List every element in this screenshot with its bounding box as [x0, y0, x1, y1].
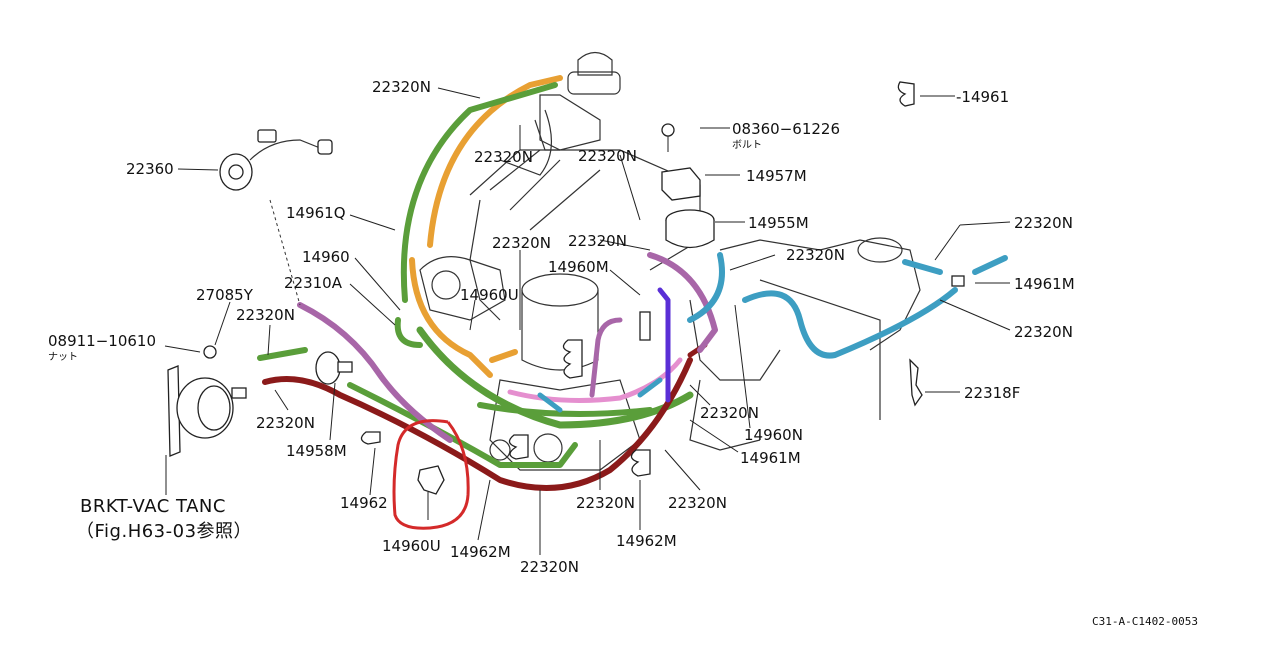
label-22320N-c1: 22320N: [492, 234, 551, 252]
bracket-14957M: [661, 167, 701, 201]
label-bolt: ボルト: [732, 139, 762, 151]
green-hose-left: [257, 347, 308, 361]
vacuum-tank: [167, 365, 247, 457]
label-14961M-bottom: 14961M: [740, 449, 801, 467]
green-hose-bend: [394, 317, 423, 348]
label-14958M: 14958M: [286, 442, 347, 460]
highlight-circle: [392, 419, 470, 530]
label-nut: ナット: [48, 351, 78, 363]
part-14960U-lower: [417, 465, 445, 520]
label-14961: -14961: [956, 88, 1009, 106]
label-22320N-farright2: 22320N: [1014, 323, 1073, 341]
label-14962-left: 14962: [340, 494, 388, 512]
orange-hose-short: [489, 349, 518, 363]
label-14960N: 14960N: [744, 426, 803, 444]
label-14961Q: 14961Q: [286, 204, 346, 222]
label-brkt-vac-tanc: BRKT-VAC TANC: [80, 496, 226, 517]
label-22320N-b1: 22320N: [700, 404, 759, 422]
part-27085Y: [203, 345, 217, 359]
purple-hose-right: [647, 252, 718, 353]
part-14958M: [315, 351, 353, 385]
label-22320N-mid: 22320N: [578, 147, 637, 165]
label-22320N-left2: 22320N: [256, 414, 315, 432]
label-08911-10610: 08911−10610: [48, 332, 156, 350]
blue-hose-top: [687, 252, 725, 323]
label-14960M: 14960M: [548, 258, 609, 276]
green-hose-mid: [477, 402, 653, 417]
label-27085Y: 27085Y: [196, 286, 254, 304]
blue-hose-low: [537, 377, 663, 413]
violet-hose: [657, 287, 671, 403]
label-fig-ref: （Fig.H63-03参照）: [76, 521, 252, 542]
label-14962M-a: 14962M: [450, 543, 511, 561]
clip-14961: [897, 81, 915, 107]
canister-14955M: [665, 209, 715, 249]
clips-center: [360, 311, 651, 477]
label-22320N-b3: 22320N: [668, 494, 727, 512]
label-22320N-top2: 22320N: [474, 148, 533, 166]
label-22320N-top: 22320N: [372, 78, 431, 96]
label-14957M: 14957M: [746, 167, 807, 185]
fitting-14961M-right: [951, 275, 965, 287]
label-08360-61226: 08360−61226: [732, 120, 840, 138]
label-diagram-id: C31-A-C1402-0053: [1092, 615, 1198, 628]
label-14955M: 14955M: [748, 214, 809, 232]
fitting-22318F: [909, 358, 923, 407]
label-22320N-farright1: 22320N: [1014, 214, 1073, 232]
leader-lines: [164, 87, 1011, 555]
dark-red-hose-main: [262, 357, 693, 491]
label-22320N-b4: 22320N: [520, 558, 579, 576]
orange-hose-top: [427, 75, 563, 248]
hoses: [257, 75, 1008, 491]
green-hose-main: [416, 326, 694, 429]
purple-hose-mid: [589, 317, 623, 398]
green-hose-long: [400, 82, 558, 303]
label-14960: 14960: [302, 248, 350, 266]
bolt-08360: [661, 123, 675, 152]
label-14960U-upper: 14960U: [460, 286, 519, 304]
label-14960U-lower: 14960U: [382, 537, 441, 555]
orange-hose-lower: [409, 257, 493, 378]
label-22320N-c2: 22320N: [568, 232, 627, 250]
label-22360: 22360: [126, 160, 174, 178]
pink-hose: [507, 357, 683, 403]
labels: 22320N 22320N 22320N 22320N 22320N 22320…: [48, 78, 1198, 628]
label-22310A: 22310A: [284, 274, 343, 292]
sensor-22360: [219, 129, 333, 191]
label-22320N-b2: 22320N: [576, 494, 635, 512]
blue-hose-right: [902, 259, 943, 275]
label-22320N-left1: 22320N: [236, 306, 295, 324]
blue-hose-farright: [972, 255, 1008, 275]
label-14962M-b: 14962M: [616, 532, 677, 550]
blue-hose-long: [742, 287, 958, 359]
parts: [167, 81, 965, 520]
label-14961M-right: 14961M: [1014, 275, 1075, 293]
label-22318F: 22318F: [964, 384, 1020, 402]
label-22320N-right: 22320N: [786, 246, 845, 264]
